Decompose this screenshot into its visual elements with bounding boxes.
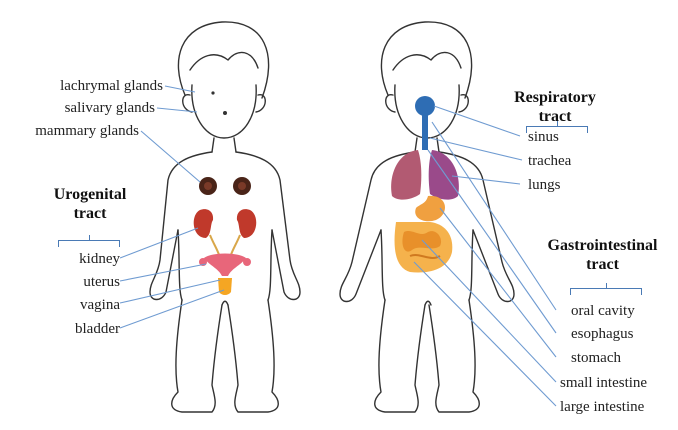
leader-line	[120, 228, 198, 258]
urogenital-heading-line2: tract	[30, 204, 150, 223]
leader-line	[157, 108, 197, 112]
label-bladder: bladder	[75, 320, 120, 338]
leader-line	[432, 122, 556, 310]
sinus-organ	[415, 96, 435, 150]
urogenital-heading: Urogenital tract	[30, 185, 150, 223]
respiratory-heading-line2: tract	[500, 107, 610, 126]
urogenital-heading-line1: Urogenital	[30, 185, 150, 204]
urogenital-bracket	[58, 240, 120, 247]
lungs-organ	[391, 150, 459, 200]
kidney-organ	[194, 209, 257, 258]
leader-line	[440, 208, 556, 357]
respiratory-heading: Respiratory tract	[500, 88, 610, 126]
leader-line	[120, 280, 220, 303]
respiratory-heading-line1: Respiratory	[500, 88, 610, 107]
gastrointestinal-heading: Gastrointestinal tract	[530, 236, 675, 274]
mammary-glands-organ	[199, 177, 251, 195]
leader-line	[120, 290, 224, 328]
label-sinus: sinus	[528, 128, 559, 146]
label-large-intestine: large intestine	[560, 398, 644, 416]
left-eye	[211, 91, 214, 94]
gastrointestinal-heading-line1: Gastrointestinal	[530, 236, 675, 255]
label-lungs: lungs	[528, 176, 561, 194]
label-salivary-glands: salivary glands	[65, 99, 155, 117]
label-trachea: trachea	[528, 152, 571, 170]
leader-line	[414, 262, 556, 406]
label-lachrymal-glands: lachrymal glands	[60, 77, 163, 95]
label-esophagus: esophagus	[571, 325, 634, 343]
gastrointestinal-bracket	[570, 288, 642, 295]
gastrointestinal-heading-line2: tract	[530, 255, 675, 274]
label-mammary-glands: mammary glands	[35, 122, 139, 140]
intestine-organ	[395, 222, 453, 272]
label-kidney: kidney	[79, 250, 120, 268]
leader-line	[165, 86, 195, 92]
label-vagina: vagina	[80, 296, 120, 314]
label-uterus: uterus	[83, 273, 120, 291]
leader-line	[452, 176, 520, 184]
label-stomach: stomach	[571, 349, 621, 367]
left-mouth	[223, 111, 227, 115]
label-small-intestine: small intestine	[560, 374, 647, 392]
label-oral-cavity: oral cavity	[571, 302, 635, 320]
leader-line	[120, 264, 206, 281]
uterus-organ	[199, 254, 251, 277]
left-child-figure	[150, 22, 300, 412]
bladder-organ	[218, 278, 232, 295]
